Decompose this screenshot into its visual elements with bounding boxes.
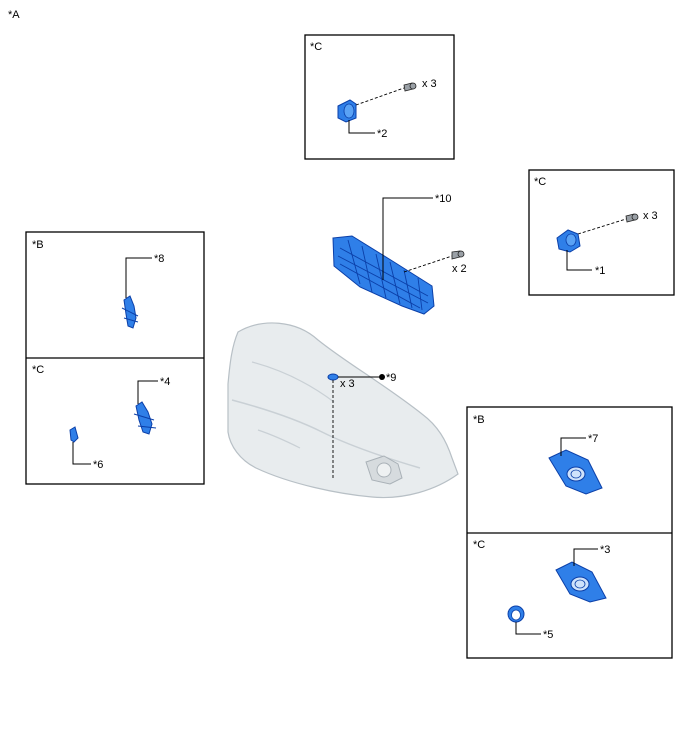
part-3-fog-cover <box>555 561 607 603</box>
callout-8: *8 <box>154 253 164 265</box>
callout-3: *3 <box>600 544 610 556</box>
callout-9: *9 <box>386 372 396 384</box>
part-6-cover <box>69 426 79 443</box>
box-left: *B *C *8 *4 *6 <box>25 231 205 485</box>
part-7-fog-cover <box>548 449 603 495</box>
callout-5: *5 <box>543 629 553 641</box>
callout-10: *10 <box>435 193 452 205</box>
callout-4: *4 <box>160 376 170 388</box>
qty-top-c: x 3 <box>422 78 437 90</box>
qty-grille: x 2 <box>452 263 467 275</box>
box-top-c: *C x 3 *2 <box>304 34 455 160</box>
part-1-sensor <box>556 229 581 253</box>
box-left-b-label: *B <box>32 239 44 251</box>
callout-6: *6 <box>93 459 103 471</box>
bolt-icon <box>403 82 417 92</box>
view-label: *A <box>8 9 20 21</box>
bolt-icon <box>625 213 639 223</box>
part-5-ring <box>507 605 525 623</box>
box-top-c-label: *C <box>310 41 322 53</box>
clip-icon <box>327 373 339 381</box>
bullet-icon <box>379 374 385 380</box>
box-right-c-label: *C <box>534 176 546 188</box>
box-lower-right-c-label: *C <box>473 539 485 551</box>
part-10-grille: x 2 *10 <box>332 193 467 315</box>
box-right-c: *C x 3 *1 <box>528 169 675 296</box>
part-8-bracket <box>121 295 139 329</box>
box-lower-right: *B *C *7 *3 *5 <box>466 406 673 659</box>
callout-2: *2 <box>377 128 387 140</box>
callout-7: *7 <box>588 433 598 445</box>
callout-1: *1 <box>595 265 605 277</box>
part-4-bracket <box>133 401 157 435</box>
qty-clips: x 3 <box>340 378 355 390</box>
front-bumper: x 3 *9 <box>227 322 459 499</box>
box-left-c-label: *C <box>32 364 44 376</box>
bolt-icon <box>451 250 465 260</box>
qty-right-c: x 3 <box>643 210 658 222</box>
box-lower-right-b-label: *B <box>473 414 485 426</box>
part-2-sensor <box>337 99 357 123</box>
